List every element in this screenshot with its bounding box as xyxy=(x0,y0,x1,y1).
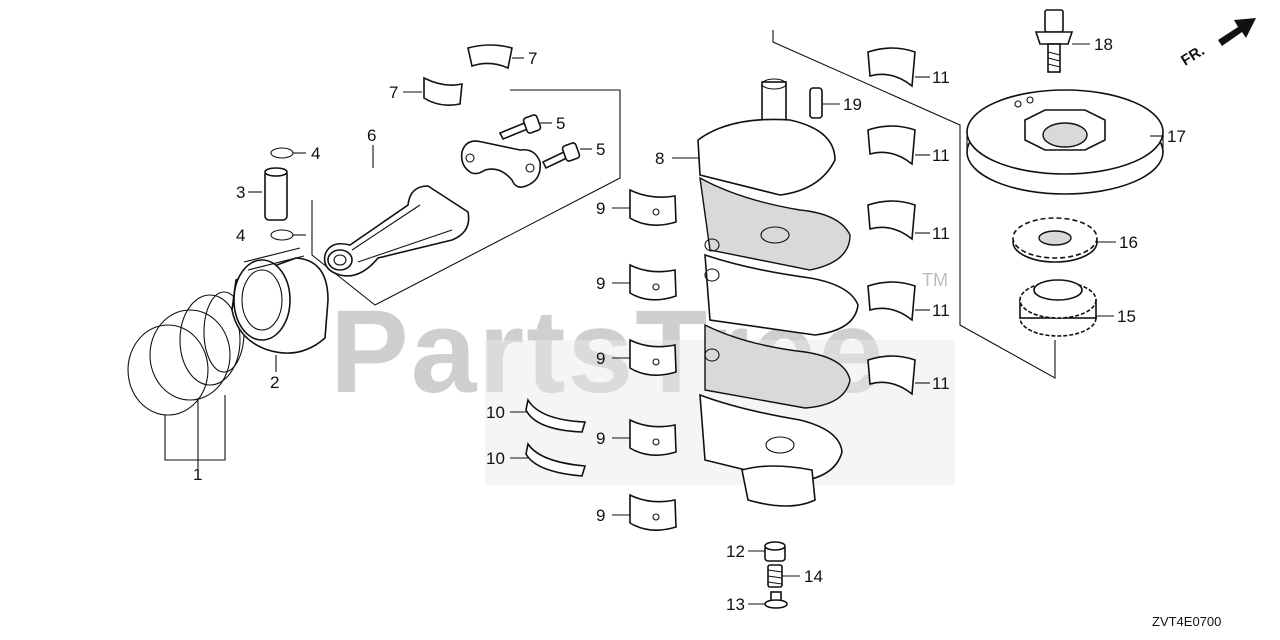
upper-bearing-2 xyxy=(867,125,916,166)
callout-9-e: 9 xyxy=(596,506,605,525)
front-label: FR. xyxy=(1178,42,1208,69)
upper-bearing-3 xyxy=(867,200,916,241)
callout-13: 13 xyxy=(726,595,745,614)
pulley xyxy=(966,89,1164,195)
callout-15: 15 xyxy=(1117,307,1136,326)
callout-6: 6 xyxy=(367,126,376,145)
main-bearing-5 xyxy=(629,493,677,531)
rod-cap xyxy=(460,140,542,188)
crankshaft-group-outline xyxy=(772,30,1056,379)
upper-bearing-4 xyxy=(867,281,916,322)
callout-14: 14 xyxy=(804,567,823,586)
callout-11-d: 11 xyxy=(932,301,950,320)
thrust-washer-lower xyxy=(525,441,587,477)
upper-bearing-1 xyxy=(867,47,916,88)
callout-1: 1 xyxy=(193,465,202,484)
piston-rings xyxy=(127,291,245,416)
diagram-code: ZVT4E0700 xyxy=(1152,614,1221,629)
crankshaft xyxy=(697,78,859,507)
connecting-rod xyxy=(323,185,470,277)
flywheel-bolt xyxy=(1034,9,1074,73)
callout-18: 18 xyxy=(1094,35,1113,54)
clip-upper xyxy=(270,147,294,159)
callout-11-e: 11 xyxy=(932,374,950,393)
plug xyxy=(764,541,786,562)
front-direction-indicator: FR. xyxy=(1178,18,1256,69)
ring-leader xyxy=(164,395,226,461)
callout-16: 16 xyxy=(1119,233,1138,252)
upper-bearing-5 xyxy=(867,355,916,396)
main-bearing-3 xyxy=(629,338,677,376)
callout-5-lower: 5 xyxy=(596,140,605,159)
callout-9-a: 9 xyxy=(596,199,605,218)
callout-11-c: 11 xyxy=(932,224,950,243)
callout-10-lower: 10 xyxy=(486,449,505,468)
callout-19: 19 xyxy=(843,95,862,114)
callout-10-upper: 10 xyxy=(486,403,505,422)
rod-bearing-lower xyxy=(423,76,463,106)
callout-5-upper: 5 xyxy=(556,114,565,133)
woodruff-key xyxy=(809,87,823,119)
callout-9-c: 9 xyxy=(596,349,605,368)
thrust-washer-upper xyxy=(525,397,587,433)
clip-lower xyxy=(270,229,294,241)
callout-17: 17 xyxy=(1167,127,1186,146)
piston xyxy=(231,247,329,354)
callout-7-lower: 7 xyxy=(389,83,398,102)
seal-bolt xyxy=(767,564,783,588)
callout-8: 8 xyxy=(655,149,664,168)
rod-bolt-lower xyxy=(541,142,581,170)
callout-3: 3 xyxy=(236,183,245,202)
callout-11-b: 11 xyxy=(932,146,950,165)
main-bearing-4 xyxy=(629,418,677,456)
rod-bolt-upper xyxy=(498,114,542,141)
callout-12: 12 xyxy=(726,542,745,561)
drain-screw xyxy=(764,591,788,609)
crank-gear xyxy=(1019,279,1097,337)
callout-7-upper: 7 xyxy=(528,49,537,68)
callout-2: 2 xyxy=(270,373,279,392)
main-bearing-1 xyxy=(629,188,677,226)
main-bearing-2 xyxy=(629,263,677,301)
callout-11-a: 11 xyxy=(932,68,950,87)
watermark-tm: TM xyxy=(922,270,948,290)
callout-4-lower: 4 xyxy=(236,226,245,245)
front-arrow-icon xyxy=(1218,18,1256,46)
piston-pin xyxy=(264,167,288,221)
callout-9-d: 9 xyxy=(596,429,605,448)
callout-4-upper: 4 xyxy=(311,144,320,163)
timing-pulley xyxy=(1012,217,1098,263)
rod-bearing-upper xyxy=(467,44,513,70)
conrod-group-outline xyxy=(311,89,621,306)
callout-9-b: 9 xyxy=(596,274,605,293)
